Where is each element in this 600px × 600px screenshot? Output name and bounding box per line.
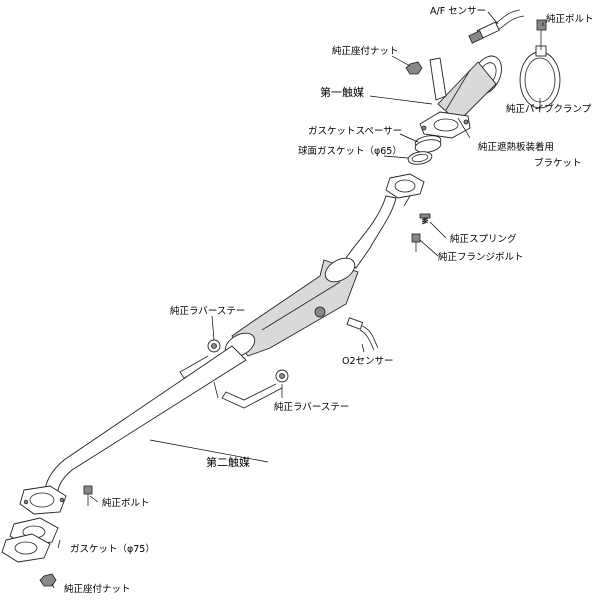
- seat-nut-top-part: [405, 61, 423, 75]
- seat-nut-bottom-part: [39, 573, 57, 587]
- rubber-stay-lower-part: [213, 369, 289, 409]
- label-gasket-75: ガスケット（φ75）: [70, 543, 155, 555]
- spring-part: [419, 213, 431, 225]
- label-genuine-seat-nut-top: 純正座付ナット: [332, 45, 399, 57]
- label-af-sensor: A/F センサー: [430, 6, 486, 17]
- label-heat-shield-bracket-1: 純正遮熱板装着用: [478, 141, 554, 153]
- label-heat-shield-bracket-2: ブラケット: [534, 157, 582, 169]
- o2-sensor-part: [346, 317, 379, 351]
- label-second-catalyst: 第二触媒: [206, 455, 250, 469]
- gasket-spacer-part: [414, 135, 442, 153]
- label-rubber-stay-lower: 純正ラバーステー: [274, 401, 349, 413]
- rear-pipe-part: [43, 345, 247, 499]
- second-catalyst-part: [224, 257, 359, 358]
- first-catalyst-part: [419, 55, 502, 139]
- af-sensor-part: [468, 9, 525, 44]
- flange-bolt-part: [411, 233, 421, 252]
- label-genuine-bolt-bottom: 純正ボルト: [102, 497, 150, 509]
- bolt-bottom-part: [83, 485, 93, 506]
- labels: A/F センサー 純正ボルト 純正座付ナット 第一触媒 純正パイプクランプ ガス…: [64, 6, 594, 595]
- leader-lines: [51, 11, 544, 589]
- label-genuine-pipe-clamp: 純正パイプクランプ: [506, 103, 592, 115]
- gasket-75-part: [1, 517, 59, 563]
- label-o2-sensor: O2センサー: [342, 356, 394, 367]
- label-genuine-flange-bolt: 純正フランジボルト: [438, 251, 524, 263]
- label-genuine-seat-nut-bottom: 純正座付ナット: [64, 583, 131, 595]
- mid-flange-part: [385, 173, 425, 199]
- label-first-catalyst: 第一触媒: [320, 85, 364, 99]
- pipe-clamp-part: [519, 19, 561, 109]
- spherical-gasket-part: [407, 151, 433, 165]
- bottom-flange-part: [19, 485, 67, 515]
- label-rubber-stay-upper: 純正ラバーステー: [170, 305, 245, 317]
- front-pipe-part: [345, 195, 411, 269]
- label-genuine-spring: 純正スプリング: [450, 233, 517, 245]
- label-gasket-spacer: ガスケットスペーサー: [308, 126, 402, 137]
- label-genuine-bolt-top: 純正ボルト: [546, 13, 594, 25]
- label-spherical-gasket: 球面ガスケット（φ65）: [298, 145, 402, 157]
